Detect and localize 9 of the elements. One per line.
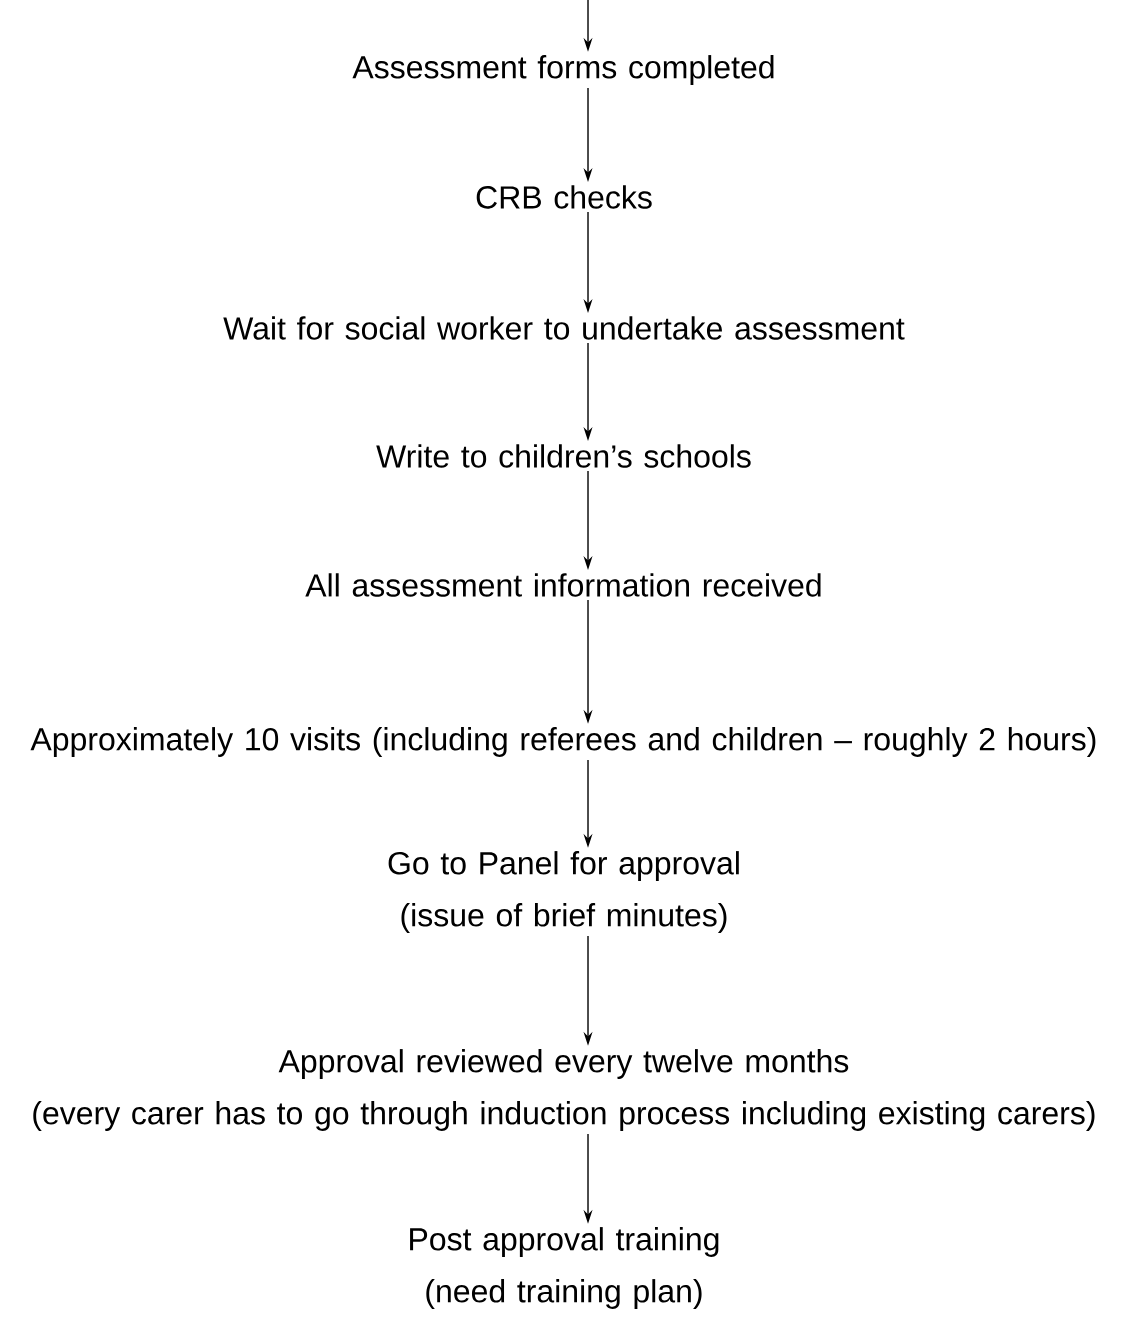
step-text: Assessment forms completed xyxy=(352,55,774,85)
step-text: CRB checks xyxy=(476,185,652,209)
step-text: Post approval training (need training plan) xyxy=(410,1227,719,1309)
step-text: Approximately 10 visits (including referees and children – roughly 2 hours) xyxy=(30,727,1096,757)
step-text: Wait for social worker to undertake assessment xyxy=(223,316,905,340)
step-text: Approval reviewed every twelve months (every carer has to go through induction process including existing carers) xyxy=(33,1049,1095,1131)
step-text: Write to children’s schools xyxy=(376,444,751,468)
step-text: Go to Panel for approval (issue of brief minutes) xyxy=(388,851,739,933)
step-text: All assessment information received xyxy=(305,573,821,597)
